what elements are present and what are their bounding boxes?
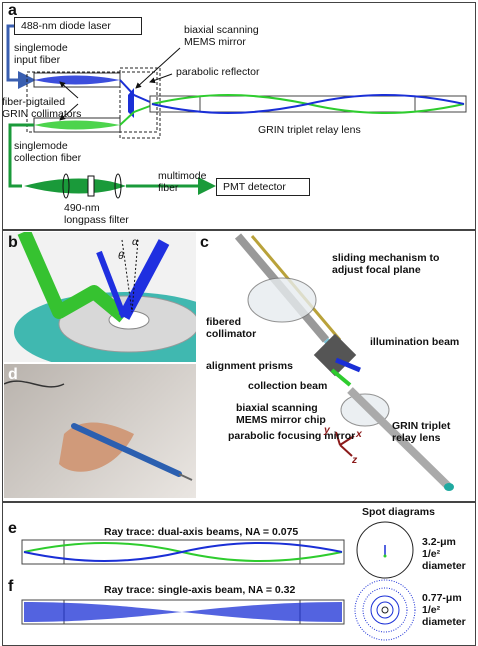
panel-bcd-frame: [2, 230, 476, 502]
panel-d-photo: d: [4, 364, 196, 498]
collimators-label: fiber-pigtailed GRIN collimators: [2, 96, 82, 120]
singlemode-input-label: singlemode input fiber: [14, 42, 68, 66]
e-blue-ray: [23, 542, 343, 562]
collection-fiber: [8, 123, 34, 188]
panel-f-title: Ray trace: single-axis beam, NA = 0.32: [104, 584, 296, 596]
grin-relay-label: GRIN triplet relay lens: [392, 420, 451, 444]
relay-blue-ray: [151, 94, 465, 114]
mems-chip-label: biaxial scanning MEMS mirror chip: [236, 402, 326, 426]
f-ray-box: [21, 599, 345, 625]
beam-green-fold: [119, 105, 151, 126]
panel-b-render: b α θ: [4, 232, 196, 362]
sliding-label: sliding mechanism to adjust focal plane: [332, 252, 440, 276]
panel-b-label: b: [8, 234, 18, 251]
f-spot-circle: [354, 579, 416, 641]
f-size-label: 0.77-μm 1/e² diameter: [422, 592, 466, 628]
panel-a-label: a: [8, 2, 17, 19]
pmt-label: PMT detector: [223, 181, 286, 193]
relay-lens: [149, 95, 467, 113]
beam-blue-fold: [119, 79, 151, 103]
panel-d-svg: [4, 380, 193, 481]
panel-b-svg: [14, 232, 196, 362]
f-blue-beam: [24, 602, 342, 622]
panel-f-label: f: [8, 578, 14, 595]
parabolic-mirror-label: parabolic focusing mirror: [228, 430, 356, 442]
input-fiber: [6, 24, 36, 89]
longpass-filter: [87, 175, 95, 197]
fibered-label: fibered collimator: [206, 316, 257, 340]
laser-label: 488-nm diode laser: [21, 20, 111, 32]
green-beam-out: [34, 120, 120, 130]
mems-label: biaxial scanning MEMS mirror: [184, 24, 259, 48]
e-ray-box: [21, 539, 345, 565]
blue-beam-in: [34, 75, 120, 85]
axis-y-label: y: [324, 424, 330, 436]
collection-beam: [24, 178, 126, 194]
axis-x-label: x: [356, 428, 362, 440]
e-spot-circle: [356, 521, 414, 579]
panel-a-frame: [2, 2, 476, 230]
relay-label: GRIN triplet relay lens: [258, 124, 361, 136]
collection-label: collection beam: [248, 380, 328, 392]
filter-label: 490-nm longpass filter: [64, 202, 129, 226]
parabolic-label: parabolic reflector: [176, 66, 260, 78]
panel-d-label: d: [8, 366, 18, 383]
lens-2: [114, 173, 122, 199]
prisms-label: alignment prisms: [206, 360, 293, 372]
alpha-label: α: [132, 236, 138, 248]
mems-mirror: [128, 88, 134, 118]
theta-label: θ: [118, 250, 124, 262]
pmt-box: PMT detector: [216, 178, 310, 196]
lens-1: [62, 173, 70, 199]
e-size-label: 3.2-μm 1/e² diameter: [422, 536, 466, 572]
panel-e-title: Ray trace: dual-axis beams, NA = 0.075: [104, 526, 299, 538]
panel-c-label: c: [200, 234, 209, 251]
laser-box: 488-nm diode laser: [14, 17, 142, 35]
axis-z-label: z: [352, 454, 358, 466]
illumination-label: illumination beam: [370, 336, 460, 348]
collection-fiber-label: singlemode collection fiber: [14, 140, 82, 164]
multimode-label: multimode fiber: [158, 170, 207, 194]
spot-diagrams-title: Spot diagrams: [362, 506, 435, 518]
panel-e-label: e: [8, 520, 17, 537]
